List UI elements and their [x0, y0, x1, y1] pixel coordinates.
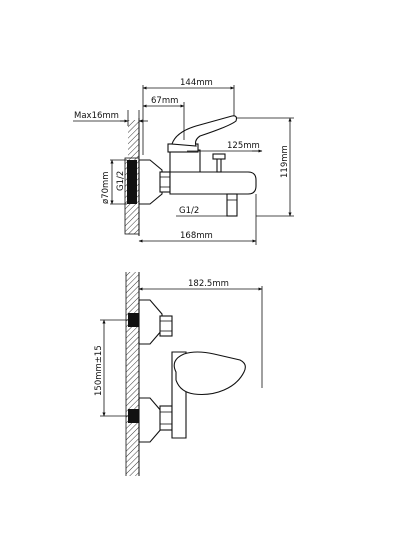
nut-top: [159, 315, 173, 337]
lever-handle: [171, 115, 238, 147]
side-view: 144mm 67mm Max16mm 125mm 119mm ø70mm G1/…: [73, 78, 294, 245]
hex-nut: [159, 171, 171, 193]
diverter-knob: [212, 153, 226, 160]
dim-150: 150mm±15: [94, 345, 104, 396]
escutcheon-bottom: [138, 397, 163, 443]
front-lever: [173, 351, 246, 396]
dim-g12-outlet: G1/2: [179, 206, 199, 216]
dim-g12-inlet: G1/2: [116, 171, 126, 191]
diverter-stem: [216, 157, 222, 173]
inlet-band-bottom: [128, 409, 139, 423]
escutcheon: [138, 159, 163, 205]
dim-67: 67mm: [151, 96, 178, 106]
mixer-body: [169, 171, 257, 195]
dim-182-5: 182.5mm: [188, 279, 229, 289]
dim-125: 125mm: [227, 141, 260, 151]
inlet-thread-band: [127, 160, 137, 204]
dim-diameter-70: ø70mm: [101, 171, 111, 204]
front-wall-hatch: [126, 272, 139, 476]
escutcheon-top: [138, 299, 163, 345]
cartridge-housing: [169, 149, 201, 173]
front-view: 182.5mm 150mm±15: [94, 272, 263, 476]
nut-bottom: [159, 405, 173, 431]
dim-168: 168mm: [180, 231, 213, 241]
wall-hatch-upper: [128, 120, 139, 158]
inlet-band-top: [128, 313, 139, 327]
outlet-spout: [226, 193, 238, 217]
dim-max16: Max16mm: [74, 111, 119, 121]
dim-119: 119mm: [280, 145, 290, 178]
dim-144: 144mm: [180, 78, 213, 88]
